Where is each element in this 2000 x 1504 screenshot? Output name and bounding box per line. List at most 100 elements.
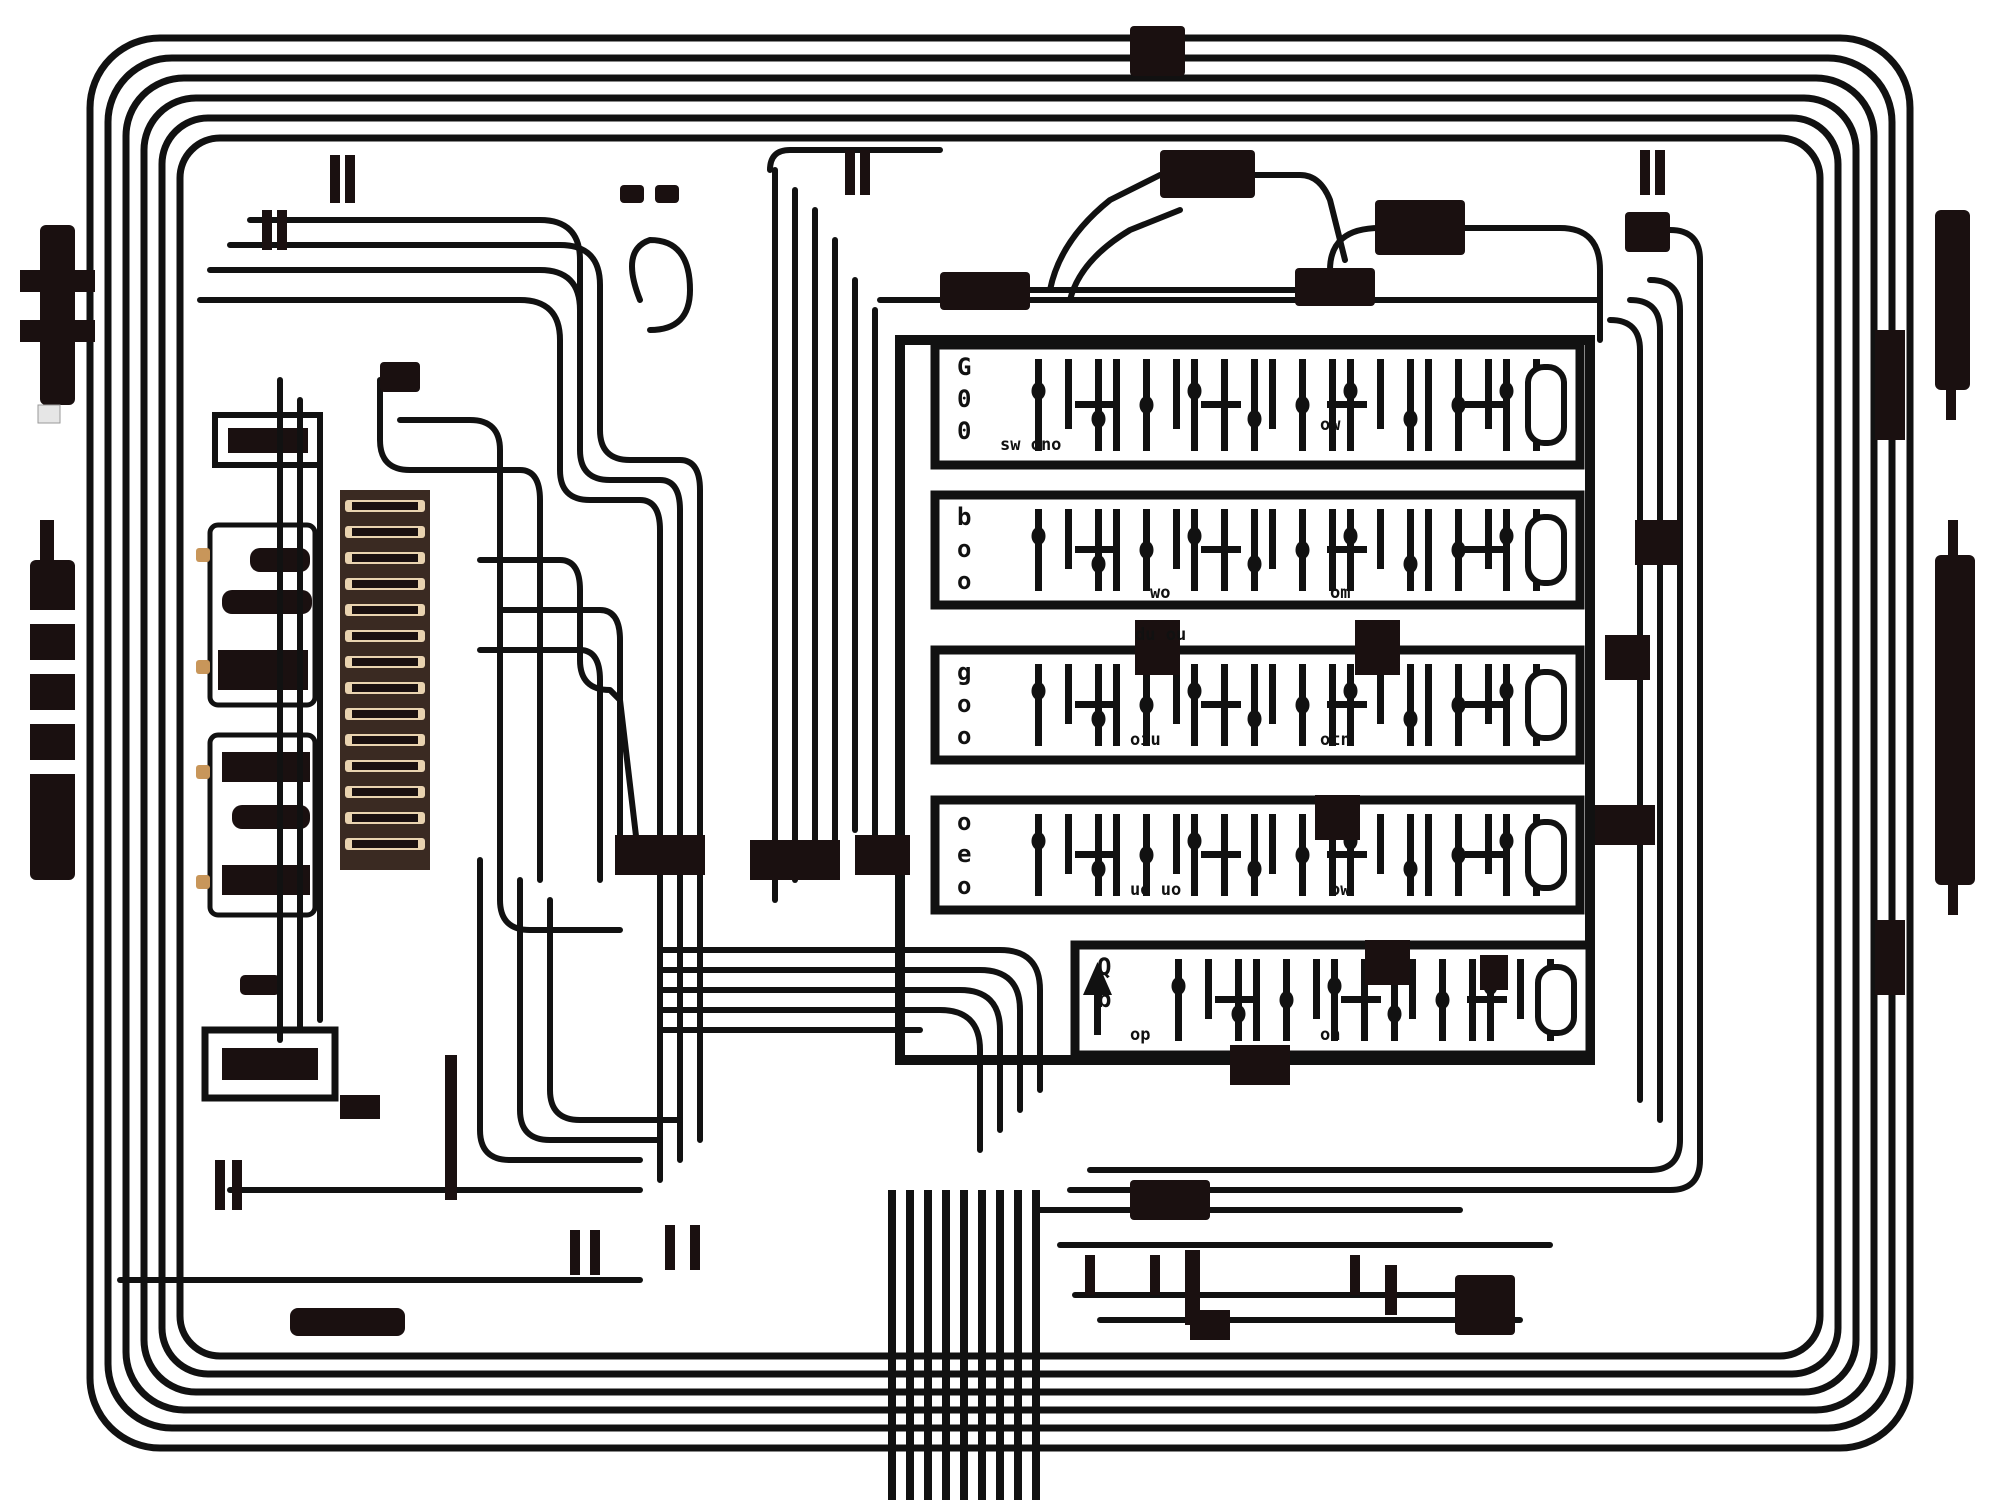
panel-pin-node [1499,527,1514,545]
panel-pin-node [1451,541,1466,559]
left-connector-upper [20,225,95,424]
terminal-screw [352,762,418,770]
fuse-icon [262,150,1665,250]
panel-pin [1173,359,1180,429]
panel-crossbar [1215,996,1255,1003]
panel-crossbar [1201,401,1241,408]
wire [629,237,693,333]
panel-pin [1113,509,1120,591]
panel-pin-node [1139,696,1154,714]
panel-pin-node [1091,860,1106,878]
panel-crossbar [1465,851,1505,858]
module-panel-2: boo [930,490,1585,610]
panel-glyph: b [957,503,971,531]
top-junction-block [1130,26,1185,76]
panel-pin-node [1139,846,1154,864]
panel-text: on [1320,1025,1340,1045]
module-panel-4: oeo [930,795,1585,915]
wire [1327,225,1383,273]
panel-pin [1503,359,1510,451]
panel-pin [1253,959,1260,1041]
panel-pin [1113,664,1120,746]
panel-pin [1269,359,1276,429]
panel-crossbar [1465,546,1505,553]
panel-pin [1407,664,1414,746]
wire [477,557,643,873]
module-panel-3: goo [930,645,1585,765]
wire [227,242,703,1143]
panel-text: oiu [1130,730,1161,750]
terminal-screw [352,814,418,822]
panel-pin-node [1403,555,1418,573]
panel-pin-node [1435,991,1450,1009]
panel-end-cap [1535,964,1577,1036]
bottom-exit-bundle [888,1190,1040,1500]
panel-glyph: o [957,535,971,563]
panel-pin [1425,359,1432,451]
panel-pin-node [1295,396,1310,414]
panel-pin-node [1499,682,1514,700]
panel-pin [1251,509,1258,591]
panel-end-cap [1525,669,1567,741]
wire [497,607,623,863]
panel-glyph: G [957,353,971,381]
panel-pin-node [1387,1005,1402,1023]
panel-pin [1251,814,1258,896]
panel-pin [1503,509,1510,591]
panel-pin [1191,664,1198,746]
terminal-screw [352,736,418,744]
panel-crossbar [1465,401,1505,408]
panel-glyph: o [957,690,971,718]
panel-pin [1407,814,1414,896]
panel-pin-node [1247,555,1262,573]
panel-crossbar [1327,701,1367,708]
wire [477,647,603,883]
panel-pin [1391,959,1398,1041]
panel-pin-node [1031,682,1046,700]
panel-pin [1191,359,1198,451]
panel-pin-node [1403,860,1418,878]
panel-glyph: o [957,722,971,750]
panel-pin-node [1295,541,1310,559]
panel-pin [1517,959,1524,1019]
panel-pin [1065,509,1072,569]
panel-crossbar [1201,701,1241,708]
panel-pin [1269,509,1276,569]
panel-crossbar [1075,546,1115,553]
panel-pin-node [1499,832,1514,850]
panel-pin [1485,664,1492,724]
panel-text: ow [1330,880,1351,900]
panel-pin-node [1327,977,1342,995]
panel-pin [1173,509,1180,569]
panel-pin-node [1343,382,1358,400]
panel-crossbar [1075,401,1115,408]
panel-pin-node [1031,382,1046,400]
panel-pin [1485,814,1492,874]
panel-pin-node [1295,846,1310,864]
wire [377,377,543,883]
terminal-screw [352,684,418,692]
left-relay-bottom [201,1026,339,1102]
panel-pin [1175,959,1182,1041]
panel-text: op [1130,1025,1150,1045]
panel-pin [1425,664,1432,746]
wire [657,947,1043,1093]
wire [207,267,683,1163]
panel-crossbar [1075,701,1115,708]
panel-text: sw ono [1000,435,1061,455]
wire [1047,172,1163,293]
right-connector-upper [1935,210,1970,420]
panel-pin-node [1247,860,1262,878]
wire [657,967,1023,1113]
mid-connector-blocks [615,835,910,880]
panel-pin [1425,509,1432,591]
panel-pin [1065,664,1072,724]
panel-pin [1377,814,1384,874]
wire [1067,227,1703,1193]
panel-pin-node [1403,710,1418,728]
wire [477,857,643,1163]
wire [1607,317,1643,1103]
small-component [240,975,280,995]
terminal-screw [352,840,418,848]
